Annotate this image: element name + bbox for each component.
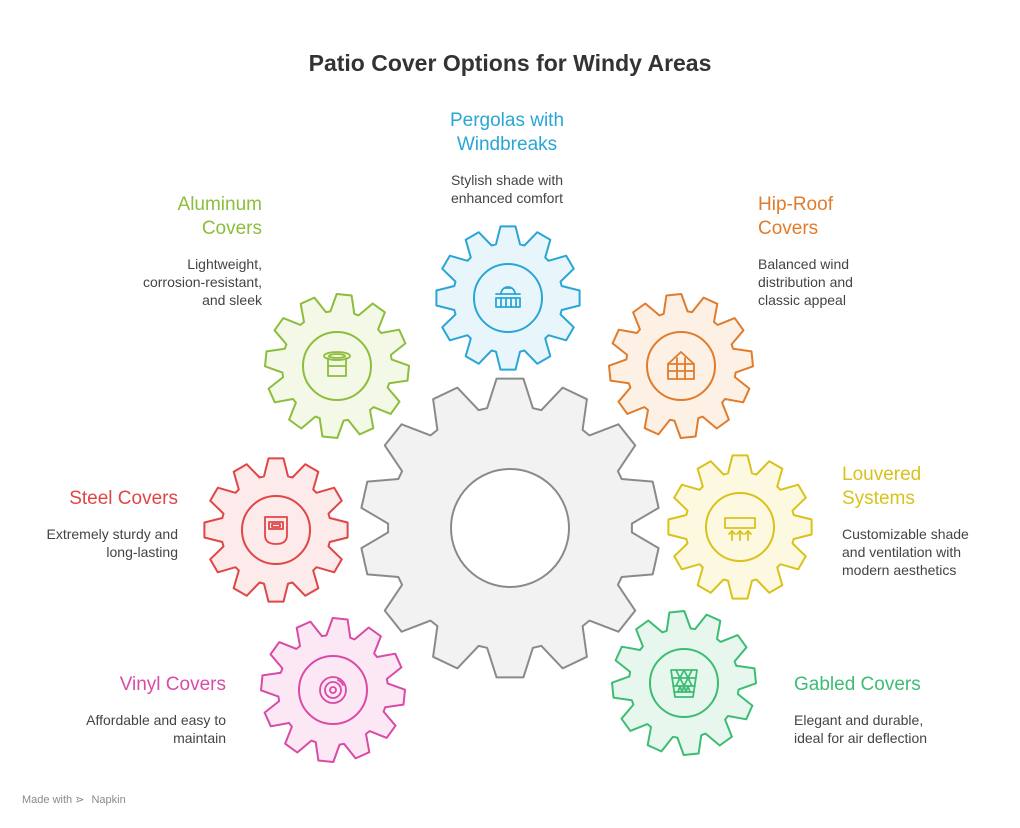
option-gabled: Gabled Covers Elegant and durable, ideal… xyxy=(794,673,1014,747)
option-louvered: Louvered Systems Customizable shade and … xyxy=(842,463,1020,579)
footer-made-with: Made with xyxy=(22,794,73,806)
heater-icon xyxy=(724,517,756,541)
option-description: Customizable shade and ventilation with … xyxy=(842,526,969,578)
mesh-net-icon xyxy=(670,669,698,698)
option-title: Louvered Systems xyxy=(842,464,922,509)
vinyl-record-icon xyxy=(319,676,347,704)
footer-attribution: Made with ⋗ Napkin xyxy=(22,793,126,806)
welding-mask-icon xyxy=(264,516,288,545)
option-vinyl: Vinyl Covers Affordable and easy to main… xyxy=(6,673,226,747)
option-title: Aluminum Covers xyxy=(177,194,262,239)
option-description: Lightweight, corrosion-resistant, and sl… xyxy=(142,256,262,308)
option-description: Affordable and easy to maintain xyxy=(86,712,226,746)
central-gear-hole xyxy=(450,468,570,588)
gear-hub-5 xyxy=(298,655,368,725)
gear-hub-2 xyxy=(646,331,716,401)
greenhouse-icon xyxy=(667,351,695,380)
option-description: Extremely sturdy and long-lasting xyxy=(46,526,179,560)
option-description: Elegant and durable, ideal for air defle… xyxy=(794,712,928,746)
option-title: Vinyl Covers xyxy=(119,674,226,695)
option-aluminum: Aluminum Covers Lightweight, corrosion-r… xyxy=(42,193,262,309)
gear-hub-4 xyxy=(705,492,775,562)
page-title: Patio Cover Options for Windy Areas xyxy=(308,50,712,76)
option-title: Pergolas with Windbreaks xyxy=(449,110,565,155)
option-steel: Steel Covers Extremely sturdy and long-l… xyxy=(0,487,179,561)
canopy-icon xyxy=(323,351,351,377)
option-description: Stylish shade with enhanced comfort xyxy=(450,172,564,206)
option-title: Steel Covers xyxy=(69,488,178,509)
option-pergolas: Pergolas with Windbreaks Stylish shade w… xyxy=(397,109,617,207)
option-description: Balanced wind distribution and classic a… xyxy=(758,256,853,308)
pergola-icon xyxy=(495,286,521,308)
option-title: Gabled Covers xyxy=(794,674,921,695)
footer-brand: Napkin xyxy=(91,794,126,806)
option-title: Hip-Roof Covers xyxy=(758,194,833,239)
option-hip-roof: Hip-Roof Covers Balanced wind distributi… xyxy=(758,193,978,309)
gear-hub-6 xyxy=(649,648,719,718)
napkin-logo-icon: ⋗ xyxy=(75,794,85,806)
gear-hub-3 xyxy=(241,495,311,565)
